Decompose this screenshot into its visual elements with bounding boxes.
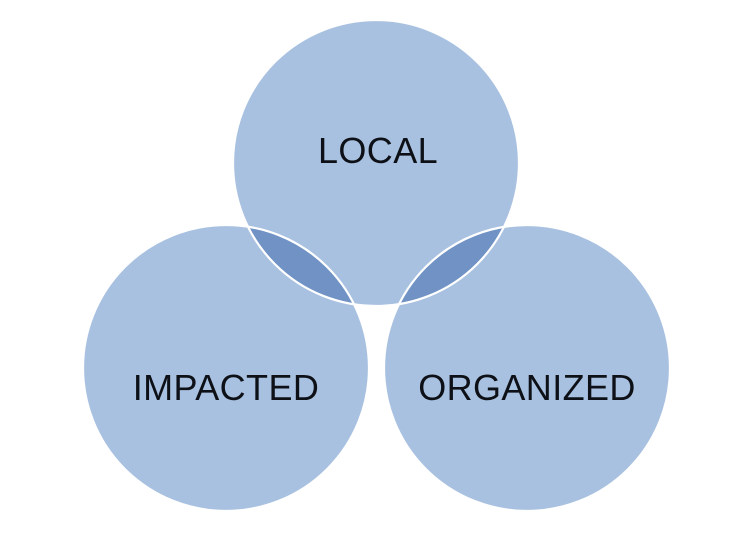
venn-label-organized: ORGANIZED [418, 367, 636, 408]
venn-outline-local [231, 18, 521, 308]
venn-outline-group [81, 18, 672, 513]
venn-label-local: LOCAL [318, 130, 438, 171]
venn-label-group: LOCAL IMPACTED ORGANIZED [133, 130, 636, 408]
venn-circle-impacted[interactable] [83, 225, 369, 511]
venn-label-impacted: IMPACTED [133, 367, 320, 408]
venn-outline-impacted [81, 223, 371, 513]
venn-circle-group [83, 20, 670, 511]
venn-outline-organized [382, 223, 672, 513]
venn-circle-local[interactable] [233, 20, 519, 306]
venn-circle-organized[interactable] [384, 225, 670, 511]
